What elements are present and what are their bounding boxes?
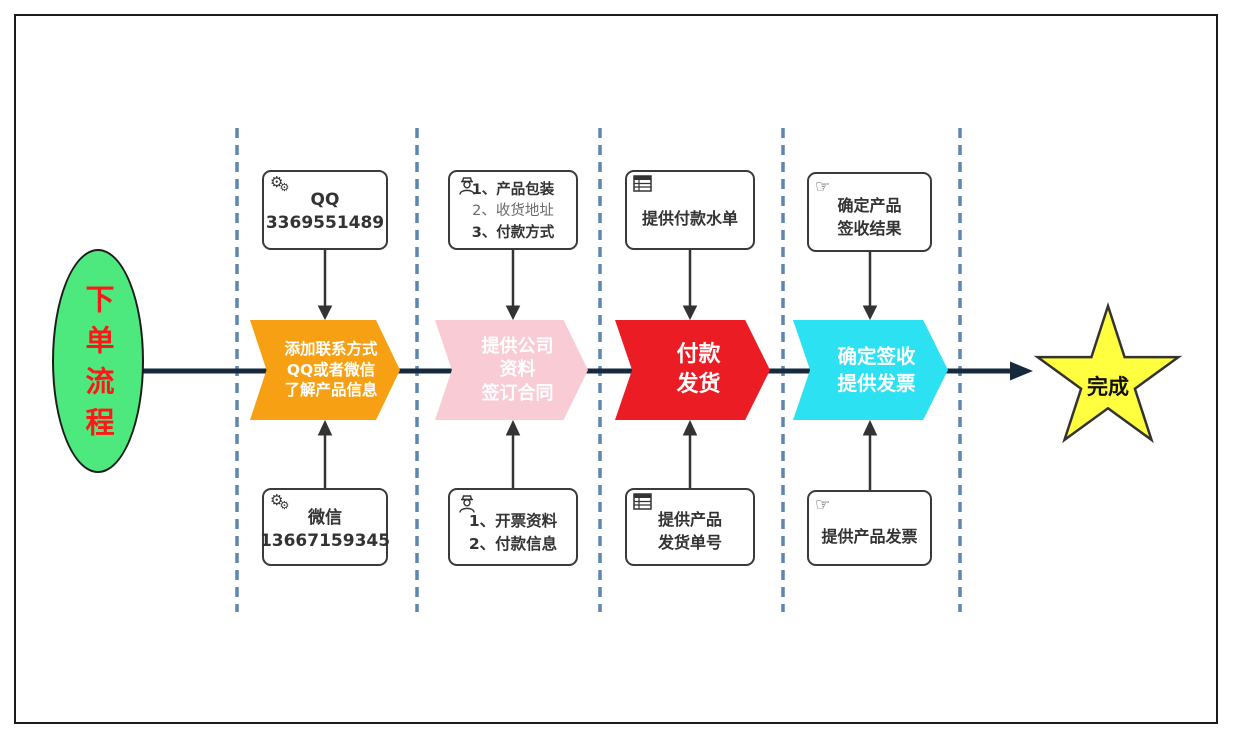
- arrow-up-head: [682, 419, 698, 436]
- gears-icon: ⚙⚙: [270, 491, 290, 512]
- step-label-line: 确定签收: [837, 344, 916, 368]
- arrow-down-head: [682, 305, 698, 321]
- info-box-invoice-payment-info: 1、开票资料 2、付款信息: [448, 488, 578, 566]
- top-connectors: [317, 248, 878, 321]
- info-line: 1、产品包装: [471, 182, 555, 199]
- end-node-label: 完成: [1087, 375, 1129, 399]
- step-label-line: QQ或者微信: [286, 360, 376, 379]
- info-box-order-details: 1、产品包装 2、收货地址 3、付款方式: [448, 170, 578, 250]
- step-label-line: 签订合同: [481, 382, 554, 404]
- arrow-down-head: [317, 305, 333, 321]
- arrow-down-head: [505, 305, 521, 321]
- info-line: 提供产品发票: [821, 527, 918, 546]
- step-label-line: 付款: [676, 342, 721, 368]
- start-node-label: 下单流程: [81, 284, 115, 448]
- info-line: 1、开票资料: [468, 511, 558, 530]
- arrow-up-head: [317, 419, 333, 436]
- info-line: 提供付款水单: [641, 209, 738, 228]
- info-line: 签收结果: [837, 219, 902, 238]
- step-label-line: 资料: [499, 359, 536, 381]
- info-box-shipping-number: 提供产品 发货单号: [625, 488, 755, 566]
- arrow-up-head: [862, 419, 878, 436]
- info-line: QQ: [310, 190, 340, 211]
- table-icon: [633, 493, 653, 513]
- info-box-receipt-result: ☞ 确定产品 签收结果: [807, 172, 932, 252]
- start-node: 下单流程: [52, 249, 144, 473]
- info-line: 微信: [308, 508, 342, 529]
- worker-icon: [456, 175, 478, 200]
- step-company-info-contract: 提供公司 资料 签订合同: [435, 320, 588, 420]
- info-line: 2、收货地址: [472, 203, 554, 220]
- step-label-line: 提供发票: [837, 372, 916, 395]
- gears-icon: ⚙⚙: [270, 173, 290, 194]
- main-arrowhead: [1010, 361, 1033, 381]
- hand-icon: ☞: [815, 177, 831, 197]
- info-line: 2、付款信息: [468, 535, 558, 553]
- hand-icon: ☞: [815, 495, 831, 515]
- info-line: 确定产品: [837, 195, 902, 215]
- info-line: 发货单号: [657, 533, 722, 552]
- step-add-contact: 添加联系方式 QQ或者微信 了解产品信息: [250, 320, 400, 420]
- step-label-line: 提供公司: [481, 335, 554, 357]
- step-payment-shipping: 付款 发货: [615, 320, 770, 420]
- info-box-wechat: ⚙⚙ 微信 13667159345: [259, 488, 391, 566]
- step-label-line: 添加联系方式: [284, 340, 378, 359]
- step-confirm-receipt-invoice: 确定签收 提供发票: [793, 320, 948, 420]
- step-label-line: 了解产品信息: [284, 381, 378, 400]
- step-label-line: 发货: [676, 372, 721, 397]
- arrow-up-head: [505, 419, 521, 436]
- table-icon: [633, 175, 653, 195]
- star-shape: [1033, 301, 1183, 444]
- info-line: 13667159345: [259, 531, 391, 551]
- info-box-qq: ⚙⚙ QQ 3369551489: [262, 170, 388, 250]
- worker-icon: [456, 493, 478, 518]
- info-box-product-invoice: ☞ 提供产品发票: [807, 490, 932, 566]
- info-line: 3、付款方式: [471, 224, 555, 241]
- arrow-down-head: [862, 305, 878, 321]
- info-box-payment-slip: 提供付款水单: [625, 170, 755, 250]
- bottom-connectors: [317, 419, 878, 490]
- info-line: 3369551489: [265, 213, 385, 233]
- info-line: 提供产品: [657, 509, 722, 529]
